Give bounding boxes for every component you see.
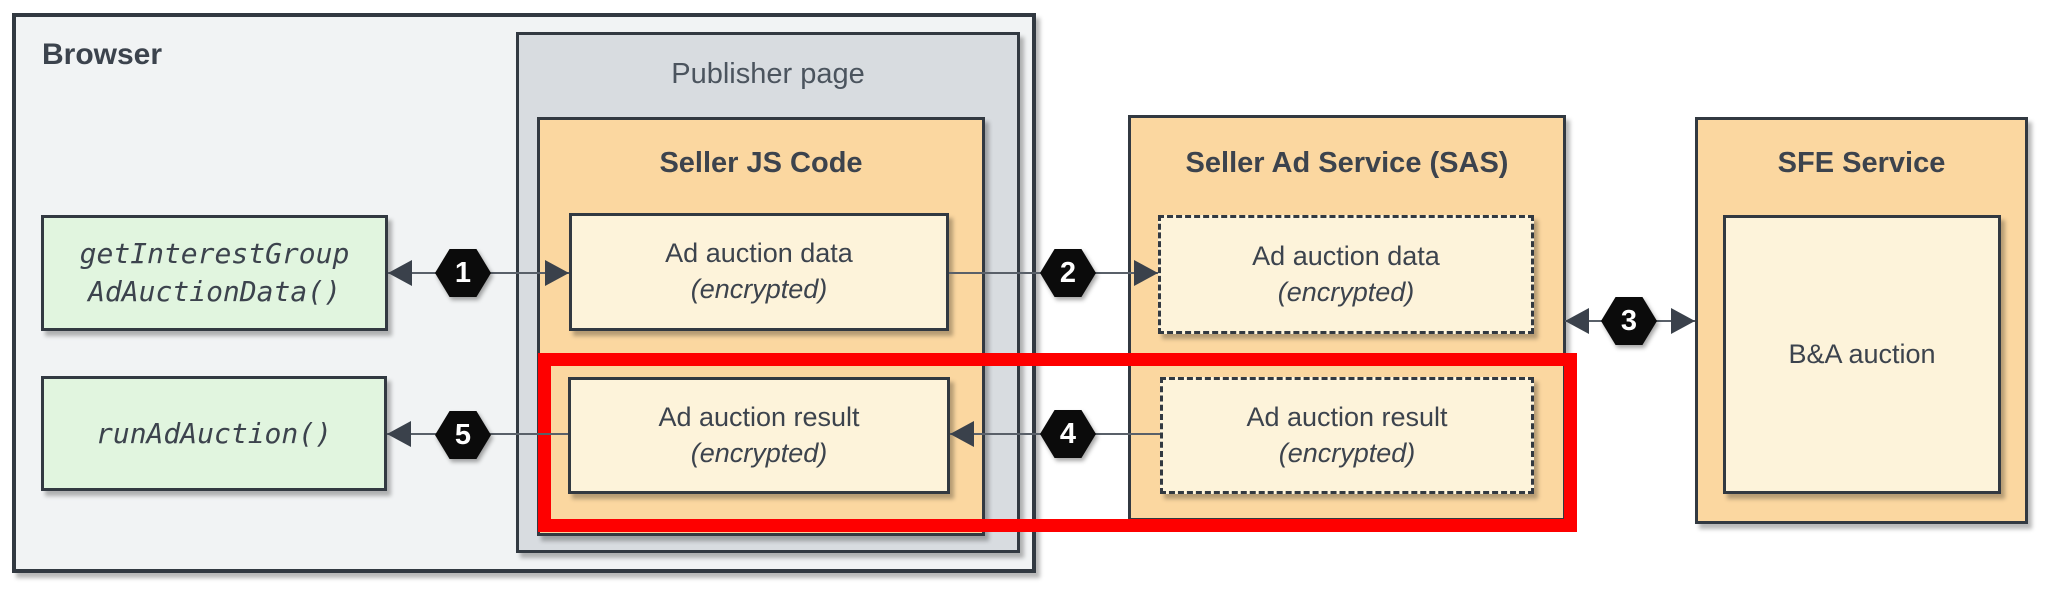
arrow-step1-left-head — [388, 260, 412, 286]
sas-result-line1: Ad auction result — [1246, 401, 1448, 432]
arrow-step3-left-head — [1565, 308, 1589, 334]
sas-ad-auction-data-box: Ad auction data (encrypted) — [1158, 215, 1534, 334]
get-interest-group-box: getInterestGroup AdAuctionData() — [41, 215, 388, 331]
step-4-number: 4 — [1059, 417, 1077, 450]
arrow-step3-right-head — [1671, 308, 1695, 334]
step-2-badge-hexagon-icon: 2 — [1040, 249, 1096, 297]
seller-js-data-line1: Ad auction data — [665, 238, 853, 269]
run-ad-auction-line1: runAdAuction() — [95, 416, 332, 450]
seller-js-result-line1: Ad auction result — [658, 401, 860, 432]
seller-js-ad-auction-data-box: Ad auction data (encrypted) — [569, 213, 949, 331]
sfe-title: SFE Service — [1777, 147, 1946, 179]
arrow-step2-right-head — [1134, 260, 1158, 286]
arrow-step5-left-head — [387, 421, 411, 447]
sas-ad-auction-result-box: Ad auction result (encrypted) — [1160, 377, 1534, 494]
step-3-number: 3 — [1620, 304, 1638, 337]
browser-label: Browser — [42, 38, 163, 71]
sas-data-line2: (encrypted) — [1277, 276, 1415, 307]
sas-title: Seller Ad Service (SAS) — [1185, 147, 1509, 179]
arrow-step1-right-head — [545, 260, 569, 286]
seller-js-result-line2: (encrypted) — [690, 437, 828, 468]
publisher-page-label: Publisher page — [671, 58, 865, 90]
ba-auction-label: B&A auction — [1788, 338, 1936, 369]
highlight-red-rectangle — [538, 353, 1577, 532]
step-4-badge-hexagon-icon: 4 — [1040, 410, 1096, 458]
step-3-badge-hexagon-icon: 3 — [1601, 297, 1657, 345]
ba-auction-box: B&A auction — [1723, 215, 2001, 494]
arrow-step4-left-head — [950, 421, 974, 447]
sas-data-line1: Ad auction data — [1252, 240, 1440, 271]
step-5-number: 5 — [454, 418, 472, 451]
step-1-number: 1 — [454, 256, 472, 289]
sas-result-line2: (encrypted) — [1278, 437, 1416, 468]
step-5-badge-hexagon-icon: 5 — [435, 411, 491, 459]
run-ad-auction-box: runAdAuction() — [41, 376, 387, 491]
seller-js-title: Seller JS Code — [659, 147, 863, 179]
seller-js-ad-auction-result-box: Ad auction result (encrypted) — [568, 377, 950, 494]
step-1-badge-hexagon-icon: 1 — [435, 249, 491, 297]
get-interest-group-line1: getInterestGroup — [79, 237, 350, 271]
get-interest-group-line2: AdAuctionData() — [88, 275, 341, 308]
seller-js-data-line2: (encrypted) — [690, 274, 828, 304]
step-2-number: 2 — [1059, 256, 1077, 289]
